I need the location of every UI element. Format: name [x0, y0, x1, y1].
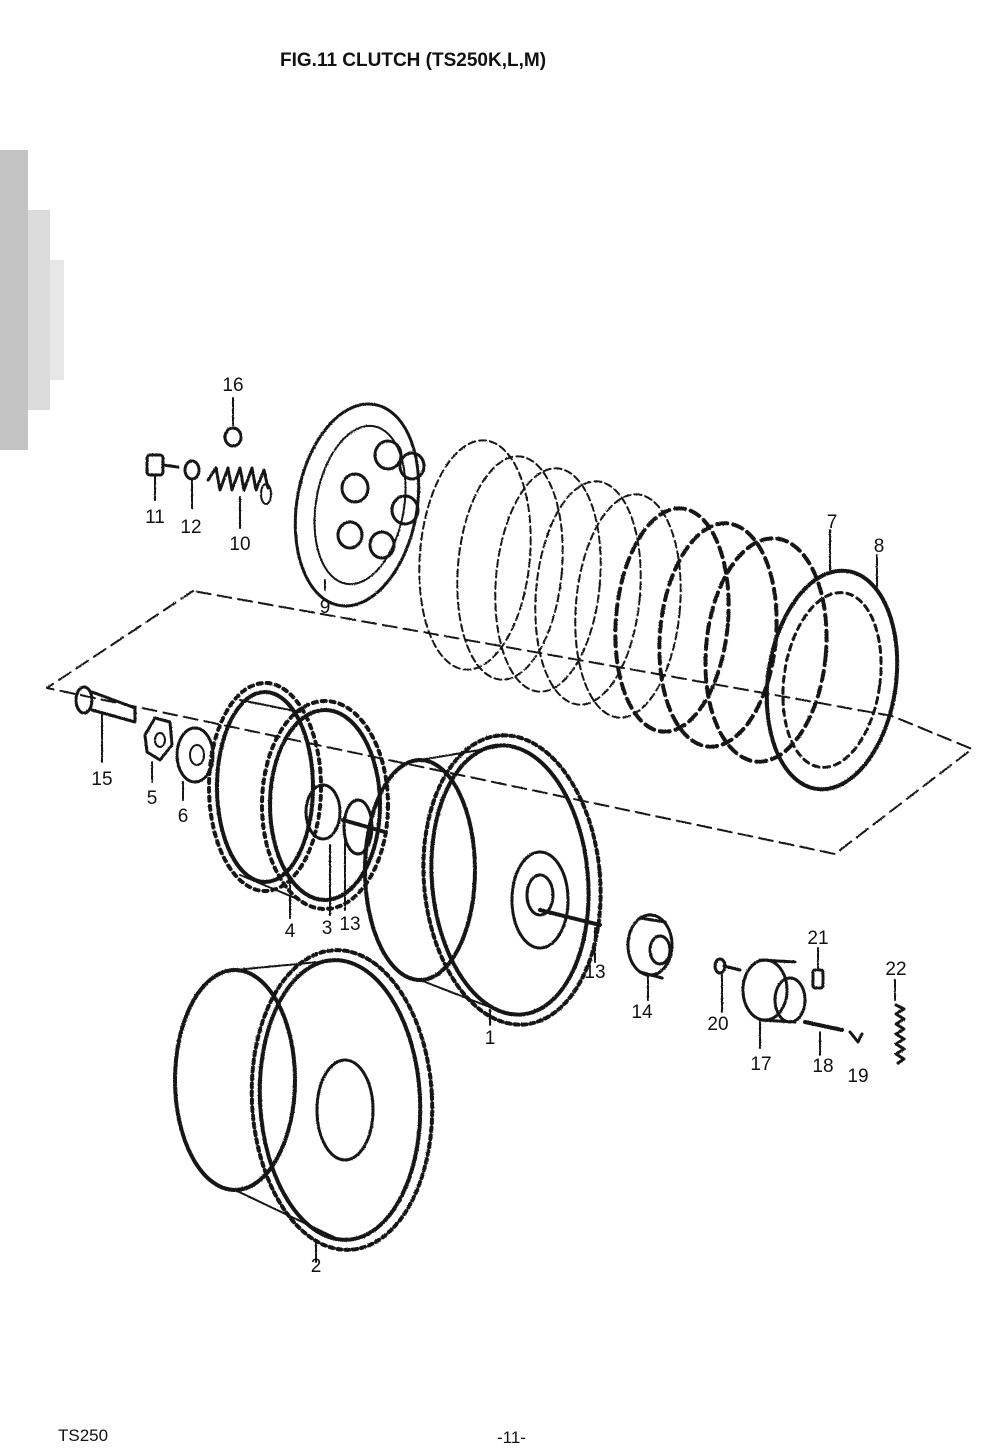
part-17-release-assembly: [741, 958, 807, 1024]
part-5-nut: [143, 716, 174, 762]
callout-9: 9: [320, 597, 331, 618]
callout-15: 15: [91, 769, 112, 790]
callout-12: 12: [180, 517, 201, 538]
part-11-bolt: [145, 453, 180, 477]
figure-title: FIG.11 CLUTCH (TS250K,L,M): [280, 50, 546, 71]
part-14-bearing: [626, 913, 674, 980]
callout-18: 18: [812, 1056, 833, 1077]
part-19-clip: [848, 1030, 864, 1044]
callout-17: 17: [750, 1054, 771, 1075]
callout-20: 20: [707, 1014, 728, 1035]
footer-model: TS250: [58, 1426, 108, 1445]
part-13-pushrod-lower: [538, 908, 602, 927]
part-1-primary-driven-gear: [363, 733, 603, 1027]
part-16-cap: [223, 426, 243, 448]
callout-5: 5: [147, 788, 158, 809]
callout-22: 22: [885, 959, 906, 980]
leader-lines: [101, 397, 896, 1263]
callout-2: 2: [311, 1256, 322, 1277]
callout-1: 1: [485, 1028, 496, 1049]
callout-8: 8: [874, 536, 885, 557]
part-15-shaft-bolt: [74, 685, 137, 724]
pressure-plate: [293, 402, 426, 608]
part-2-clutch-housing: [173, 948, 435, 1252]
part-10-spring: [206, 466, 272, 505]
clutch-plates: [418, 439, 900, 792]
callout-13-lower: 13: [584, 962, 605, 983]
part-21-pin: [811, 968, 825, 990]
callout-10: 10: [229, 534, 250, 555]
callout-7: 7: [827, 512, 838, 533]
part-18-adjust-screw: [803, 1020, 844, 1032]
callout-11: 11: [145, 507, 165, 528]
callout-21: 21: [807, 928, 828, 949]
part-22-spring: [894, 1003, 906, 1065]
callout-19: 19: [847, 1066, 868, 1087]
callout-6: 6: [178, 806, 189, 827]
callout-labels: 16 11 12 10 9 7 8 15 5 6 4 3 13 13 14 1 …: [91, 375, 906, 1277]
callout-13-upper: 13: [339, 914, 360, 935]
part-13-pushrod-upper: [341, 818, 387, 834]
part-20-screw: [713, 957, 742, 975]
assembly-boundary: [46, 590, 973, 855]
callout-4: 4: [285, 921, 296, 942]
footer-page-number: -11-: [497, 1428, 526, 1447]
callout-14: 14: [631, 1002, 653, 1023]
callout-16: 16: [222, 375, 243, 396]
callout-3: 3: [322, 918, 333, 939]
part-4-clutch-sleeve-hub: [207, 681, 390, 911]
part-12-washer: [183, 459, 201, 481]
scan-noise: [0, 150, 64, 450]
